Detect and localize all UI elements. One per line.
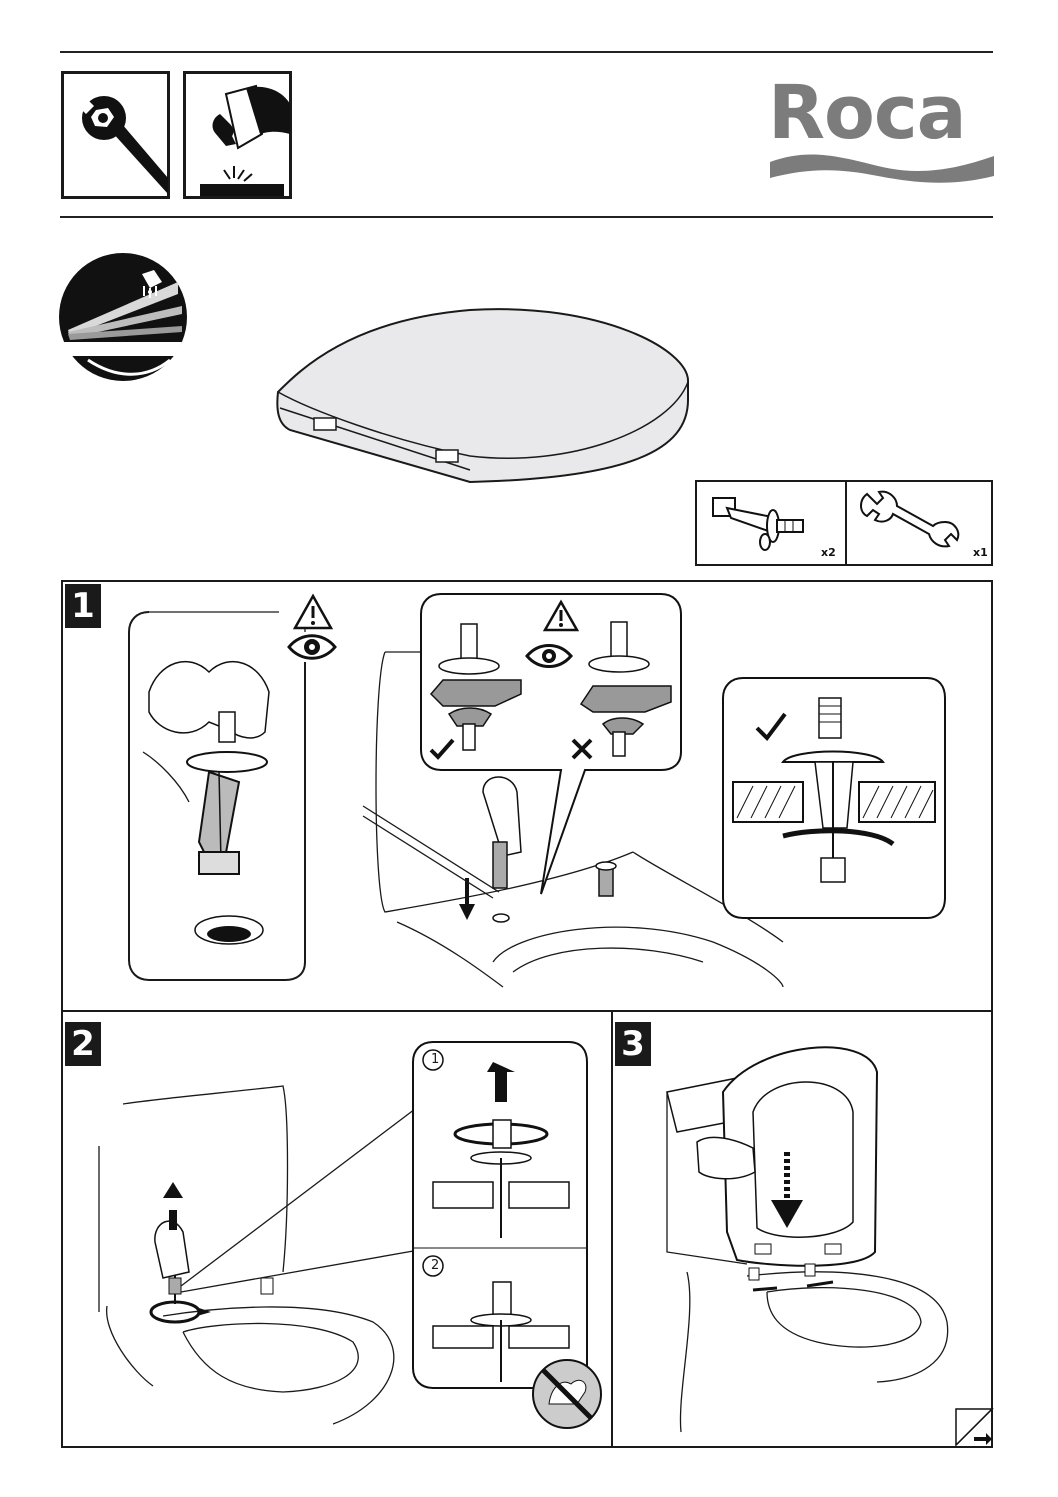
spanner-quantity: x1	[973, 546, 988, 559]
step-2-adjust-detail	[412, 1041, 588, 1389]
step-1-toilet-drawing	[362, 651, 784, 988]
eye-icon	[287, 634, 337, 660]
cleaning-icon-box	[183, 71, 292, 199]
wrench-nut-icon	[78, 96, 168, 194]
cross-icon	[571, 738, 593, 760]
brand-logo: Roca	[768, 70, 996, 186]
cleaning-cloth-icon	[200, 84, 290, 196]
step-1-panel: 1	[61, 580, 993, 1012]
warning-icon	[542, 599, 580, 632]
brand-wordmark: Roca	[768, 70, 967, 156]
kit-contents-box: x2 x1	[695, 480, 993, 566]
logo-wave	[770, 154, 994, 183]
toilet-seat-illustration	[276, 308, 690, 484]
bolt-quantity: x2	[821, 546, 836, 559]
step-2-panel: 2 1	[61, 1010, 613, 1448]
header-bottom-rule	[60, 216, 993, 218]
header-top-rule	[60, 51, 993, 53]
page-turn-icon	[955, 1408, 994, 1447]
step-3-number: 3	[615, 1022, 651, 1066]
step-1-cross-section-detail	[722, 677, 946, 919]
kit-divider	[845, 482, 847, 564]
eye-icon	[525, 644, 573, 668]
warning-icon	[292, 593, 334, 630]
step-1-insert-detail	[128, 611, 306, 981]
sub-step-1-label: 1	[431, 1052, 440, 1067]
no-force-icon	[532, 1359, 602, 1429]
tools-icon-box	[61, 71, 170, 199]
soft-close-hand-icon	[59, 253, 187, 381]
step-3-panel: 3	[611, 1010, 993, 1448]
step-1-washer-orientation-detail	[420, 593, 682, 895]
step-2-toilet-drawing	[98, 1085, 420, 1425]
check-icon	[429, 738, 455, 760]
step-2-number: 2	[65, 1022, 101, 1066]
spanner-icon	[860, 490, 960, 548]
step-1-number: 1	[65, 584, 101, 628]
step-3-seat-install-drawing	[666, 1046, 949, 1433]
fixing-bolt-icon	[712, 497, 804, 551]
sub-step-2-label: 2	[431, 1258, 440, 1273]
